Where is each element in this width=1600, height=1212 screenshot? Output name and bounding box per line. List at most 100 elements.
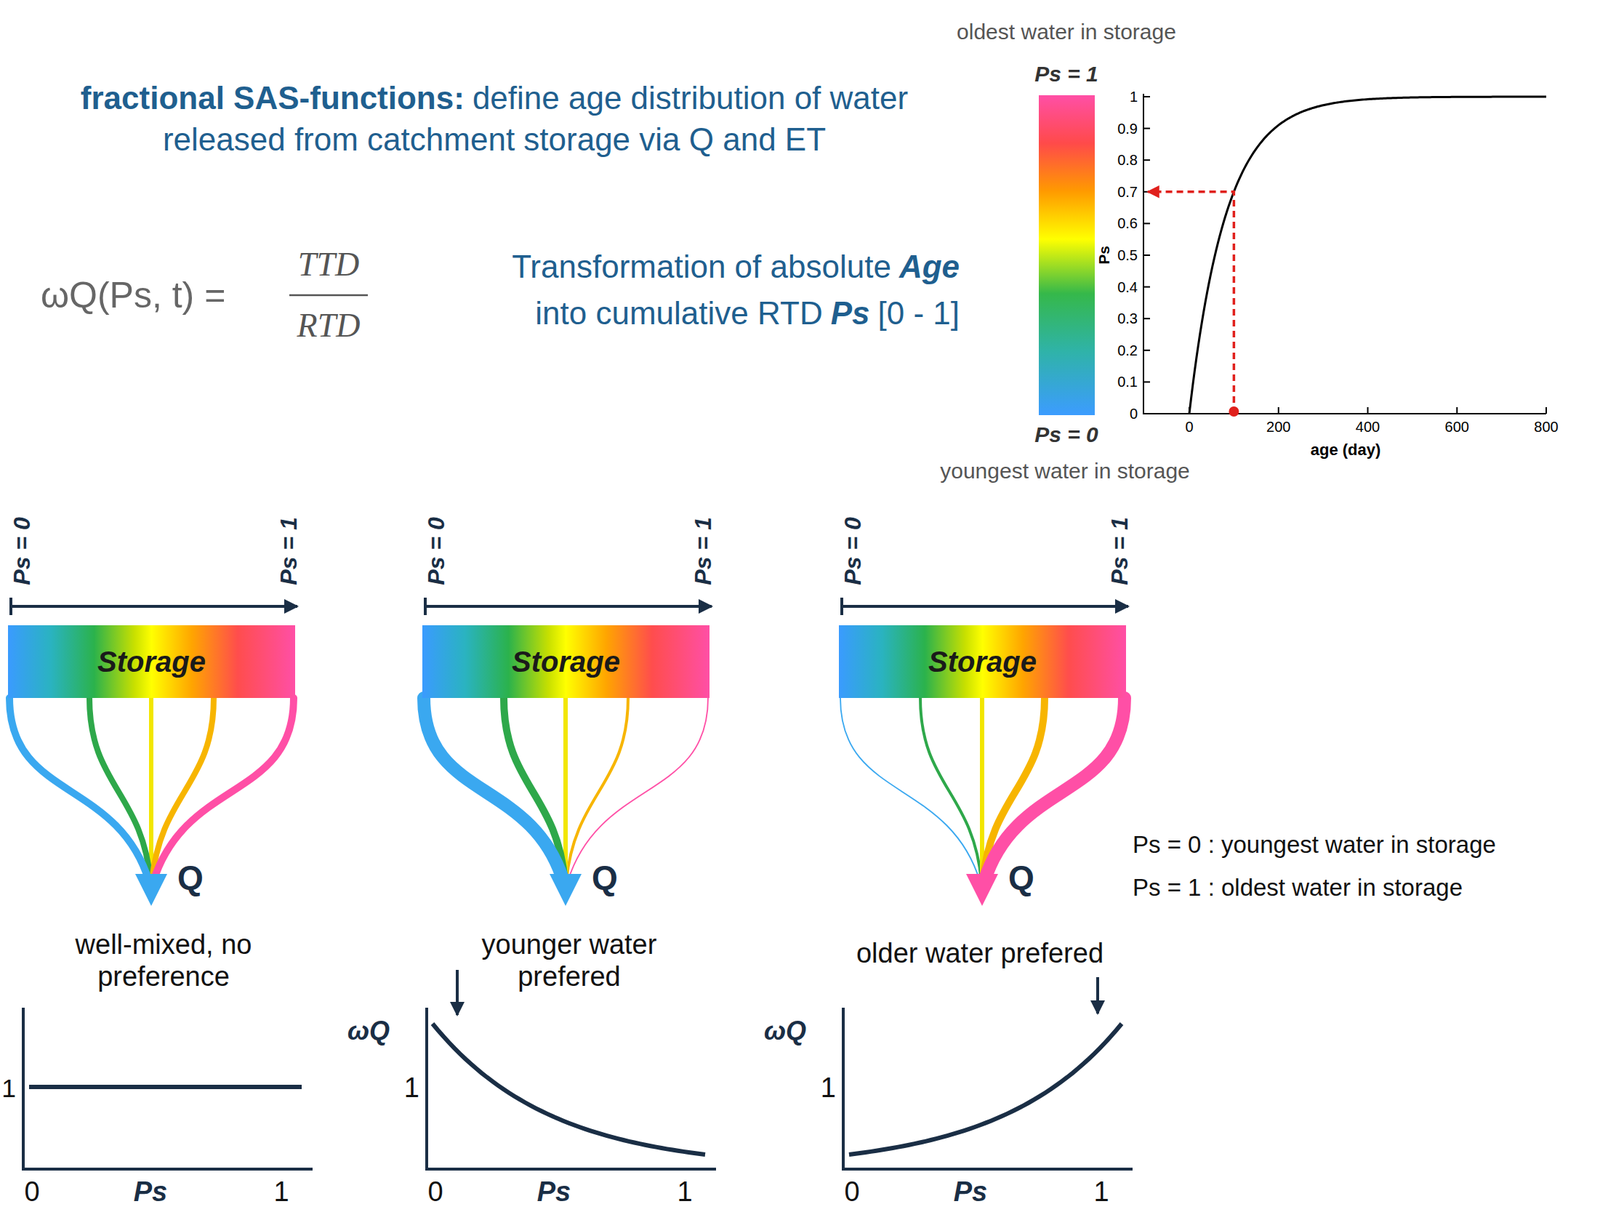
axis-tick: 0.8 — [1117, 151, 1138, 169]
pointer-arrow — [1096, 977, 1100, 1014]
colour-bar-label: oldest water in storage — [956, 19, 1177, 46]
text-group: Transformation of absoluteAge — [511, 245, 960, 288]
axis-title: Ps — [133, 1176, 168, 1209]
axis-tick: 0 — [1129, 405, 1138, 423]
key-note: Ps = 1 : oldest water in storage — [1132, 873, 1463, 902]
axis-tick: 0 — [843, 1176, 860, 1209]
note-emphasis: Age — [899, 248, 960, 285]
plot-axes — [426, 1007, 717, 1169]
axis-title: Ps — [537, 1176, 571, 1209]
axis-title: ωQ — [764, 1015, 807, 1046]
panel-caption: younger water prefered — [449, 929, 690, 993]
ps-axis-tick — [9, 597, 13, 615]
note-text: [0 - 1] — [878, 295, 961, 331]
text-group: fractional SAS-functions:define age dist… — [29, 77, 960, 160]
axis-tick: 0 — [1184, 418, 1193, 436]
axis-tick: 1 — [1129, 88, 1138, 106]
red-dashed-lookup — [1147, 191, 1234, 414]
axis-tick: 0.4 — [1117, 278, 1138, 296]
axis-tick: 0.2 — [1117, 341, 1138, 359]
axis-tick: 400 — [1355, 418, 1380, 436]
fraction-numerator: TTD — [298, 245, 360, 285]
axis-title: age (day) — [1310, 440, 1382, 459]
axis-tick: 0.7 — [1117, 183, 1138, 200]
pointer-arrow — [455, 969, 459, 1015]
axis-tick: 0.9 — [1117, 119, 1138, 137]
cumulative-rtd-curve — [1189, 96, 1547, 414]
fraction-bar — [289, 294, 368, 297]
axis-tick: 1 — [820, 1072, 836, 1105]
storage-box: Storage — [422, 625, 710, 698]
axis-tick: 0.5 — [1117, 247, 1138, 264]
ps-axis-arrow — [841, 604, 1129, 608]
note-text: into cumulative RTD — [535, 295, 823, 331]
panel-caption: older water prefered — [809, 937, 1151, 970]
panel-caption: well-mixed, no preference — [43, 929, 284, 993]
flow-stream — [979, 697, 985, 882]
ps-axis-tick — [423, 597, 427, 615]
axis-title: Ps — [953, 1176, 988, 1209]
axis-tick: 200 — [1266, 418, 1291, 436]
flow-stream — [567, 697, 709, 882]
ps-end-label: Ps = 0 — [8, 516, 36, 585]
ps-end-label: Ps = 1 — [275, 516, 303, 585]
text-group: into cumulative RTDPs[0 - 1] — [535, 292, 960, 334]
flow-stream — [840, 697, 980, 882]
colour-bar — [1038, 95, 1095, 416]
plot-axes — [23, 1007, 313, 1169]
equation: ωQ(Ps, t) = — [40, 274, 226, 317]
discharge-label: Q — [1008, 858, 1035, 898]
colour-bar-label: youngest water in storage — [939, 458, 1191, 485]
axis-tick: 1 — [1, 1073, 16, 1104]
sas-curve — [432, 1023, 706, 1155]
flow-stream — [149, 697, 154, 882]
key-note: Ps = 0 : youngest water in storage — [1132, 830, 1497, 859]
ps-end-label: Ps = 1 — [689, 516, 717, 585]
red-dot — [1228, 406, 1239, 417]
flow-arrowhead — [966, 873, 999, 906]
flow-arrowhead — [549, 873, 582, 906]
flow-stream — [920, 697, 982, 882]
ps-end-label: Ps = 0 — [423, 516, 450, 585]
storage-label: Storage — [97, 645, 206, 679]
flow-stream — [153, 697, 294, 882]
axis-tick: 1 — [1093, 1176, 1109, 1209]
axis-tick: 1 — [273, 1176, 289, 1209]
discharge-label: Q — [591, 858, 618, 898]
fraction-denominator: RTD — [297, 306, 361, 346]
chart-axes — [1143, 93, 1547, 414]
ps-end-label: Ps = 0 — [839, 516, 867, 585]
note-text: Transformation of absolute — [511, 248, 892, 285]
sas-curve — [29, 1084, 302, 1089]
ps-axis-arrow — [425, 604, 712, 608]
colour-bar-label: Ps = 1 — [1034, 61, 1099, 88]
axis-title: ωQ — [347, 1015, 390, 1046]
flow-stream — [566, 697, 629, 882]
axis-tick: 600 — [1445, 418, 1470, 436]
axis-tick: 800 — [1533, 418, 1558, 436]
axis-tick: 0 — [427, 1176, 443, 1209]
note-emphasis: Ps — [830, 295, 871, 331]
colour-bar-label: Ps = 0 — [1034, 422, 1099, 448]
storage-label: Storage — [928, 645, 1037, 679]
plot-axes — [843, 1007, 1133, 1169]
axis-tick: 0.1 — [1117, 373, 1138, 391]
ps-end-label: Ps = 1 — [1106, 516, 1134, 585]
title: fractional SAS-functions: — [80, 79, 465, 116]
ps-axis-arrow — [10, 604, 298, 608]
chart-ticks — [1143, 96, 1547, 414]
axis-tick: 0.6 — [1117, 215, 1138, 232]
storage-label: Storage — [511, 645, 621, 679]
axis-tick: 1 — [676, 1176, 693, 1209]
flow-stream — [9, 697, 150, 882]
flow-stream — [423, 697, 564, 882]
axis-title: Ps — [1095, 245, 1113, 265]
storage-box: Storage — [838, 625, 1127, 698]
ps-axis-tick — [840, 597, 844, 615]
storage-box: Storage — [7, 625, 296, 698]
sas-curve — [849, 1023, 1122, 1155]
axis-tick: 1 — [404, 1072, 420, 1105]
discharge-label: Q — [177, 858, 204, 898]
flow-stream — [984, 697, 1125, 882]
